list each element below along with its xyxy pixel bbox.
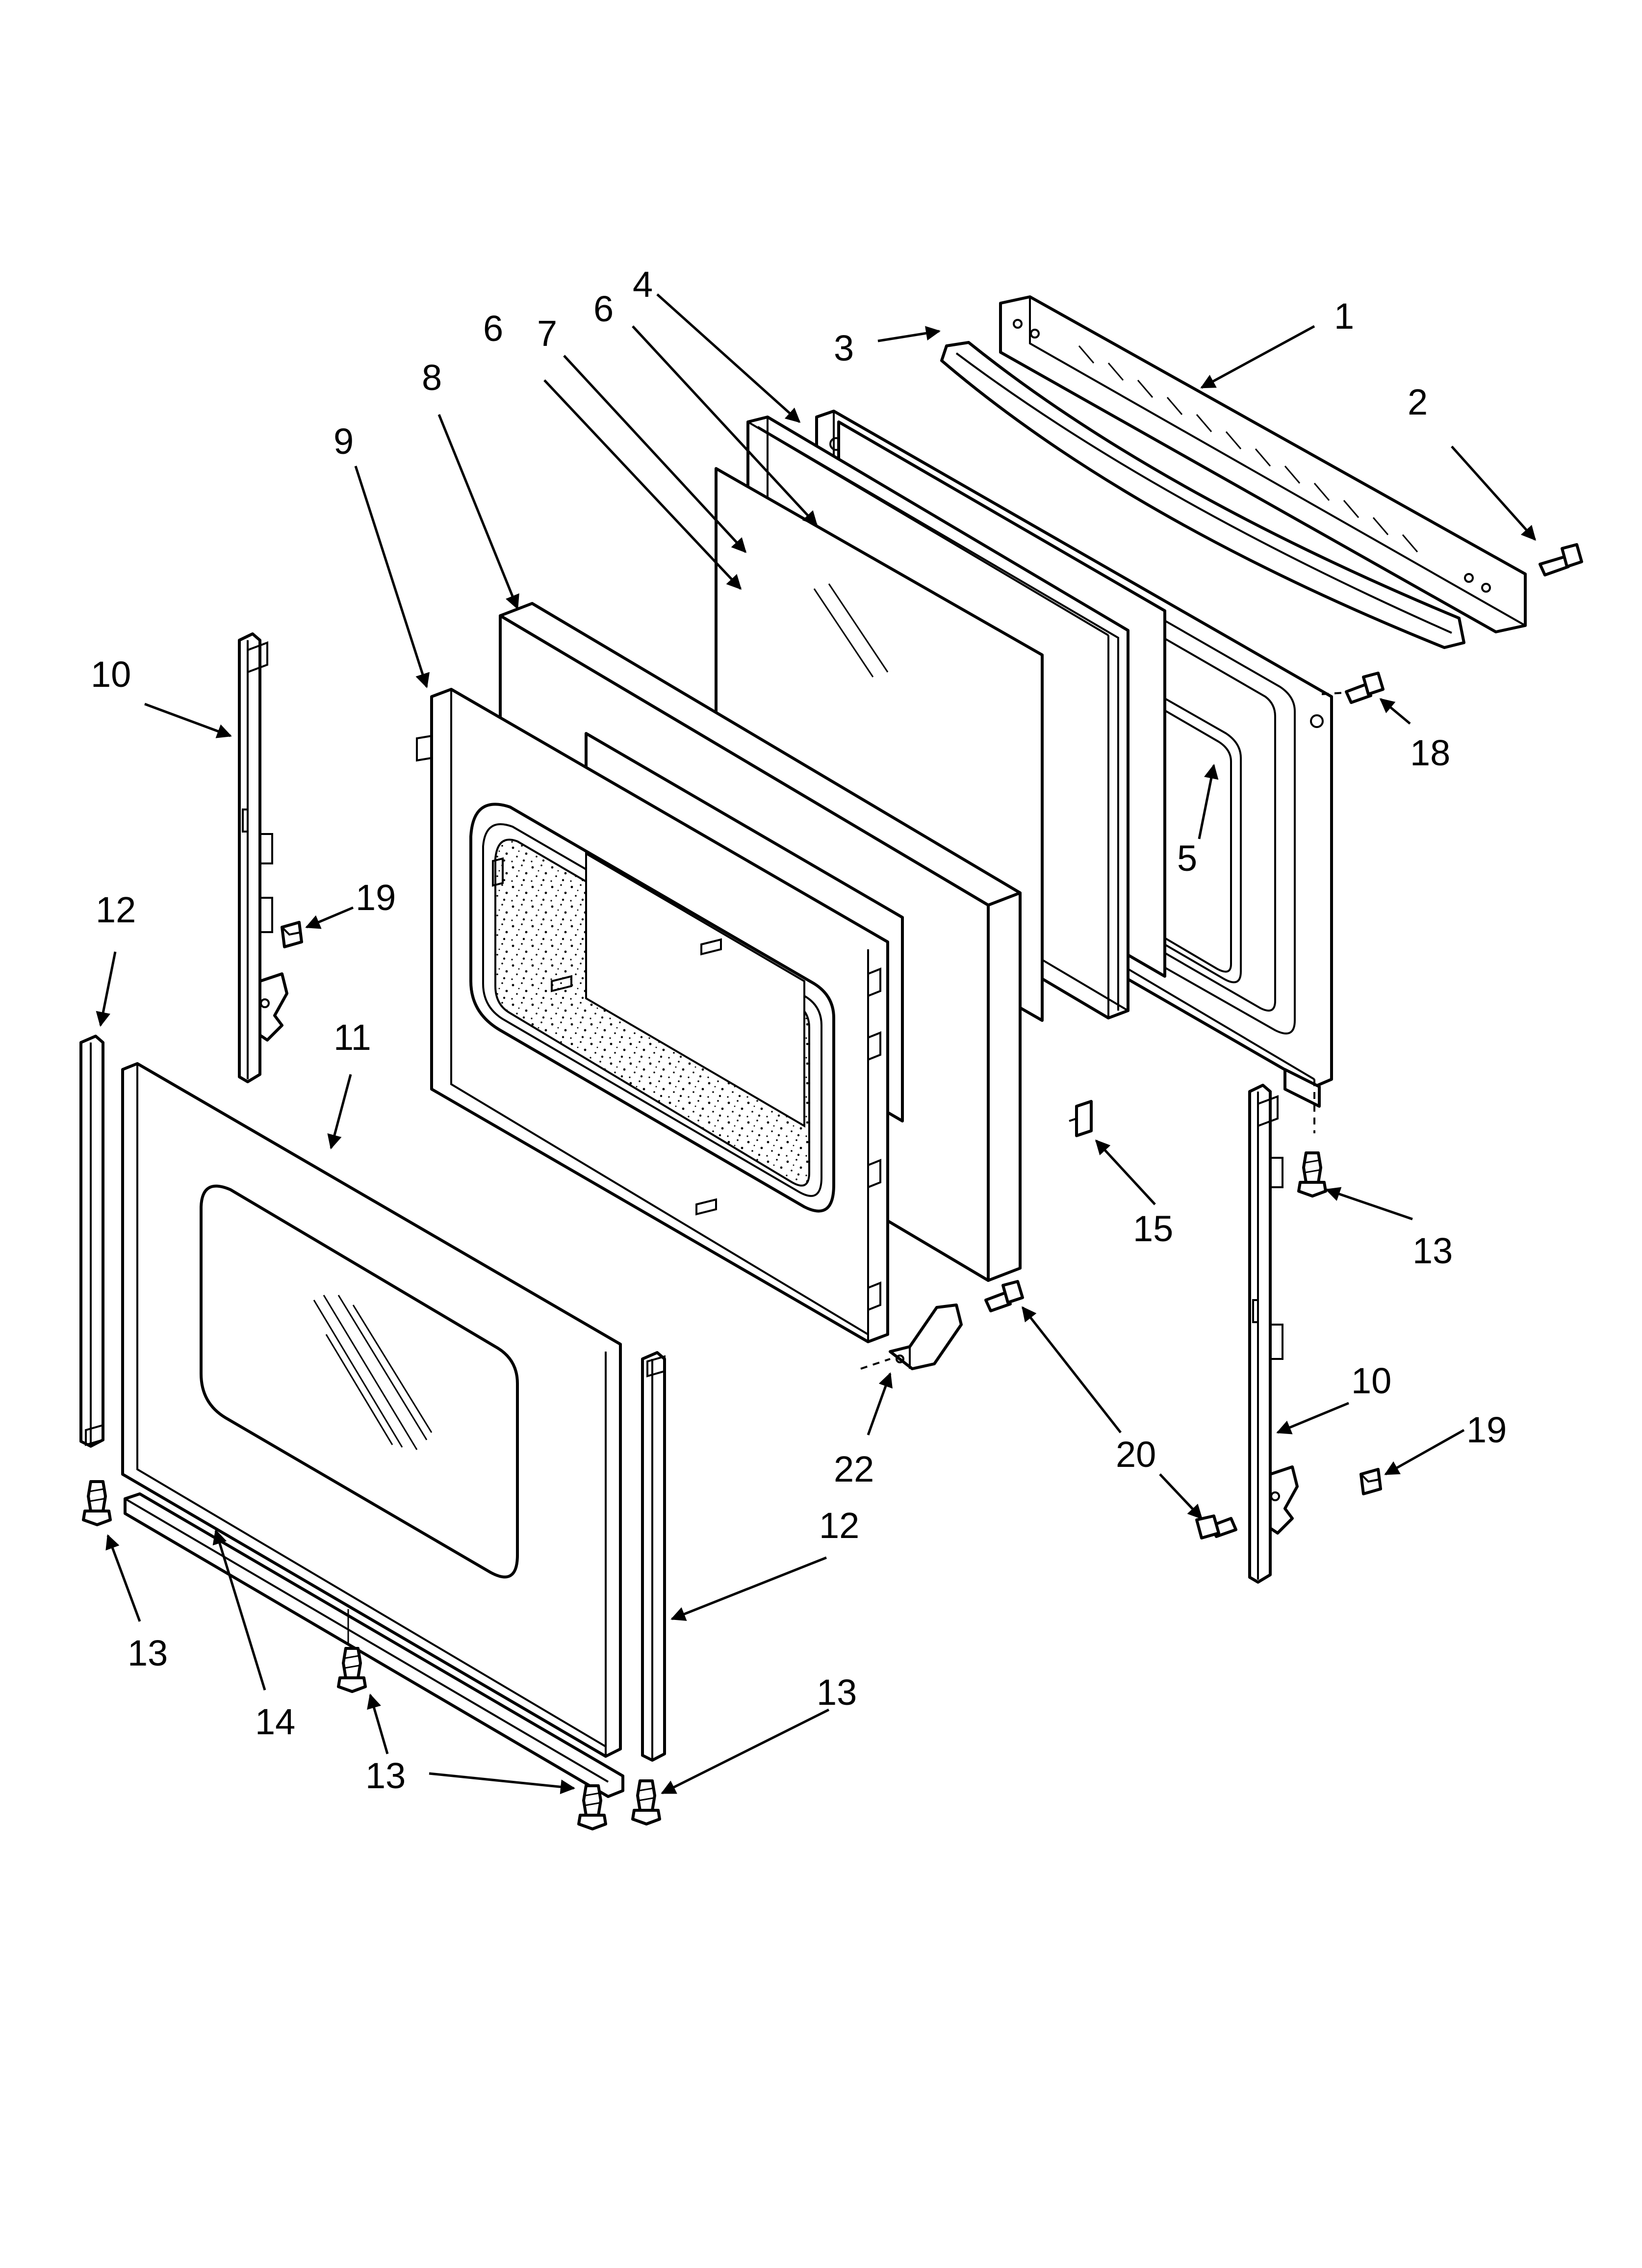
callout-5: 5: [1177, 838, 1197, 879]
callout-19-right: 19: [1466, 1409, 1507, 1450]
callout-18: 18: [1410, 732, 1450, 773]
part-15-clip: [1069, 1100, 1093, 1137]
screw-2: [1539, 543, 1583, 576]
alignment-line-b: [1321, 692, 1344, 695]
callout-20: 20: [1116, 1434, 1156, 1475]
callout-4: 4: [633, 264, 653, 305]
vent-slots: [1078, 345, 1418, 552]
screw-13-b: [337, 1647, 367, 1693]
callout-9: 9: [334, 421, 354, 462]
part-9-door-frame: [416, 688, 889, 1343]
part-14-bottom-trim: [124, 1492, 624, 1798]
callout-6-upper: 6: [593, 288, 614, 329]
screw-20-upper: [984, 1280, 1024, 1312]
part-12-right-side-trim: [641, 1351, 666, 1762]
callout-12-right: 12: [819, 1505, 859, 1546]
screw-13-d: [631, 1779, 661, 1825]
callout-19-left: 19: [356, 877, 396, 918]
callout-10-left: 10: [91, 654, 131, 695]
callout-3: 3: [834, 328, 854, 368]
callout-15: 15: [1133, 1208, 1173, 1249]
callout-6-lower: 6: [483, 308, 503, 349]
part-10-right-hinge: [1248, 1084, 1299, 1584]
callout-13-left: 13: [128, 1633, 168, 1673]
part-1-vent-trim: [999, 295, 1527, 633]
screw-18: [1345, 672, 1385, 704]
part-11-outer-door-glass: [121, 1062, 622, 1758]
part-3-door-handle: [940, 341, 1465, 649]
callout-labels: 1 2 3 4 5 6 6 7 8 9 10 10 11 12 12 13 13…: [91, 264, 1507, 1796]
screw-13-a: [82, 1480, 112, 1526]
callout-13-center: 13: [365, 1755, 406, 1796]
part-10-left-hinge: [238, 632, 288, 1083]
callout-14: 14: [255, 1701, 295, 1742]
screw-13-e: [1297, 1151, 1327, 1198]
part-19-clip-left: [281, 921, 303, 948]
callout-2: 2: [1408, 382, 1428, 422]
callout-8: 8: [422, 357, 442, 398]
callout-10-right: 10: [1351, 1360, 1391, 1401]
callout-11: 11: [334, 1017, 371, 1058]
part-22-bracket: [860, 1303, 963, 1370]
screw-13-c: [577, 1784, 607, 1830]
callout-13-bottom-right: 13: [817, 1672, 857, 1713]
part-12-left-side-trim: [79, 1035, 104, 1448]
callout-7: 7: [537, 313, 557, 354]
callout-13-right-hinge: 13: [1412, 1230, 1453, 1271]
glass-reflection-lines: [313, 1295, 433, 1450]
callout-1: 1: [1334, 296, 1354, 337]
callout-12-left: 12: [96, 889, 136, 930]
callout-22: 22: [834, 1449, 874, 1489]
part-19-clip-right: [1360, 1468, 1382, 1495]
leader-lines: [96, 293, 1537, 1795]
screw-20-lower: [1195, 1514, 1237, 1539]
